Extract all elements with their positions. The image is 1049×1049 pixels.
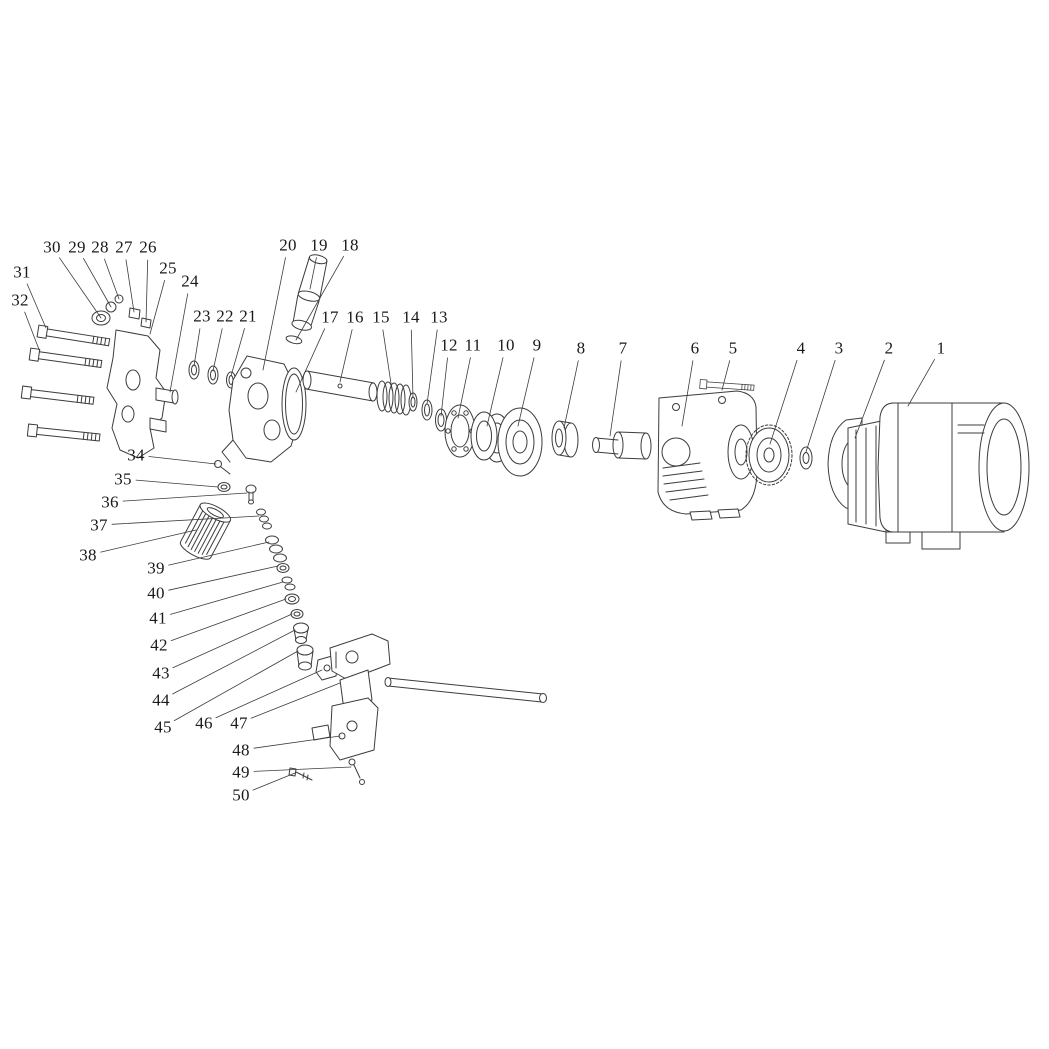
o-ring-17 xyxy=(281,367,307,441)
leader-line-47 xyxy=(250,682,341,719)
drive-gear xyxy=(745,424,793,486)
leader-line-16 xyxy=(339,329,353,383)
leader-line-27 xyxy=(125,259,135,313)
leader-line-30 xyxy=(59,257,102,319)
frame-bracket xyxy=(329,633,547,711)
leader-line-9 xyxy=(517,357,535,427)
leader-line-4 xyxy=(769,359,798,445)
leader-line-21 xyxy=(230,328,245,377)
oil-seal-8 xyxy=(551,420,579,458)
leader-line-11 xyxy=(457,357,471,419)
leader-lines xyxy=(24,255,935,791)
leader-line-40 xyxy=(168,565,279,591)
main-bearing-9 xyxy=(497,407,543,477)
leader-line-6 xyxy=(681,360,694,427)
leader-line-12 xyxy=(440,357,448,417)
shaft-washer xyxy=(799,446,813,470)
leader-line-14 xyxy=(410,329,414,399)
leader-line-23 xyxy=(193,328,201,367)
leader-line-31 xyxy=(26,283,47,329)
leader-line-13 xyxy=(426,329,438,405)
leader-line-15 xyxy=(382,329,393,391)
piston-rod xyxy=(302,370,378,402)
leader-line-22 xyxy=(212,328,223,372)
valve-chain xyxy=(265,535,314,671)
leader-line-50 xyxy=(252,772,296,791)
leader-line-34 xyxy=(148,456,217,465)
leader-line-45 xyxy=(173,650,299,721)
leader-line-26 xyxy=(145,259,149,323)
leader-line-36 xyxy=(122,492,248,502)
leader-line-17 xyxy=(295,328,326,393)
leader-line-35 xyxy=(135,479,219,488)
leader-line-2 xyxy=(854,359,885,439)
leader-line-42 xyxy=(170,598,287,641)
leader-line-18 xyxy=(295,255,345,341)
leader-line-8 xyxy=(563,360,579,429)
leader-line-37 xyxy=(111,515,260,525)
leader-line-25 xyxy=(149,280,166,335)
leader-line-20 xyxy=(262,257,286,371)
manifold-bolts xyxy=(20,324,111,444)
leader-line-28 xyxy=(104,258,120,300)
pump-housing xyxy=(657,379,758,521)
leader-line-1 xyxy=(907,358,935,407)
leader-line-41 xyxy=(170,581,284,615)
leader-line-3 xyxy=(805,359,836,453)
leader-line-19 xyxy=(309,257,317,290)
leader-line-48 xyxy=(253,735,341,749)
leader-line-5 xyxy=(721,360,731,391)
leader-line-10 xyxy=(486,357,504,427)
leader-line-46 xyxy=(215,669,323,719)
leader-line-32 xyxy=(24,311,41,353)
ball-bearing-11 xyxy=(444,404,476,458)
head-small-parts xyxy=(214,460,272,530)
lower-bracket xyxy=(288,697,379,785)
leader-line-29 xyxy=(83,257,112,308)
motor-assembly xyxy=(847,402,1030,550)
leader-line-49 xyxy=(253,766,352,772)
leader-line-43 xyxy=(172,613,293,669)
plunger-7 xyxy=(592,431,652,460)
inlet-manifold xyxy=(91,294,236,459)
leader-line-39 xyxy=(168,541,270,566)
leader-line-24 xyxy=(169,293,189,393)
leader-line-44 xyxy=(172,629,296,695)
coil-spring-15 xyxy=(376,380,412,416)
leader-line-38 xyxy=(100,529,197,553)
leader-line-7 xyxy=(609,360,622,437)
hose-coupler xyxy=(179,502,232,560)
